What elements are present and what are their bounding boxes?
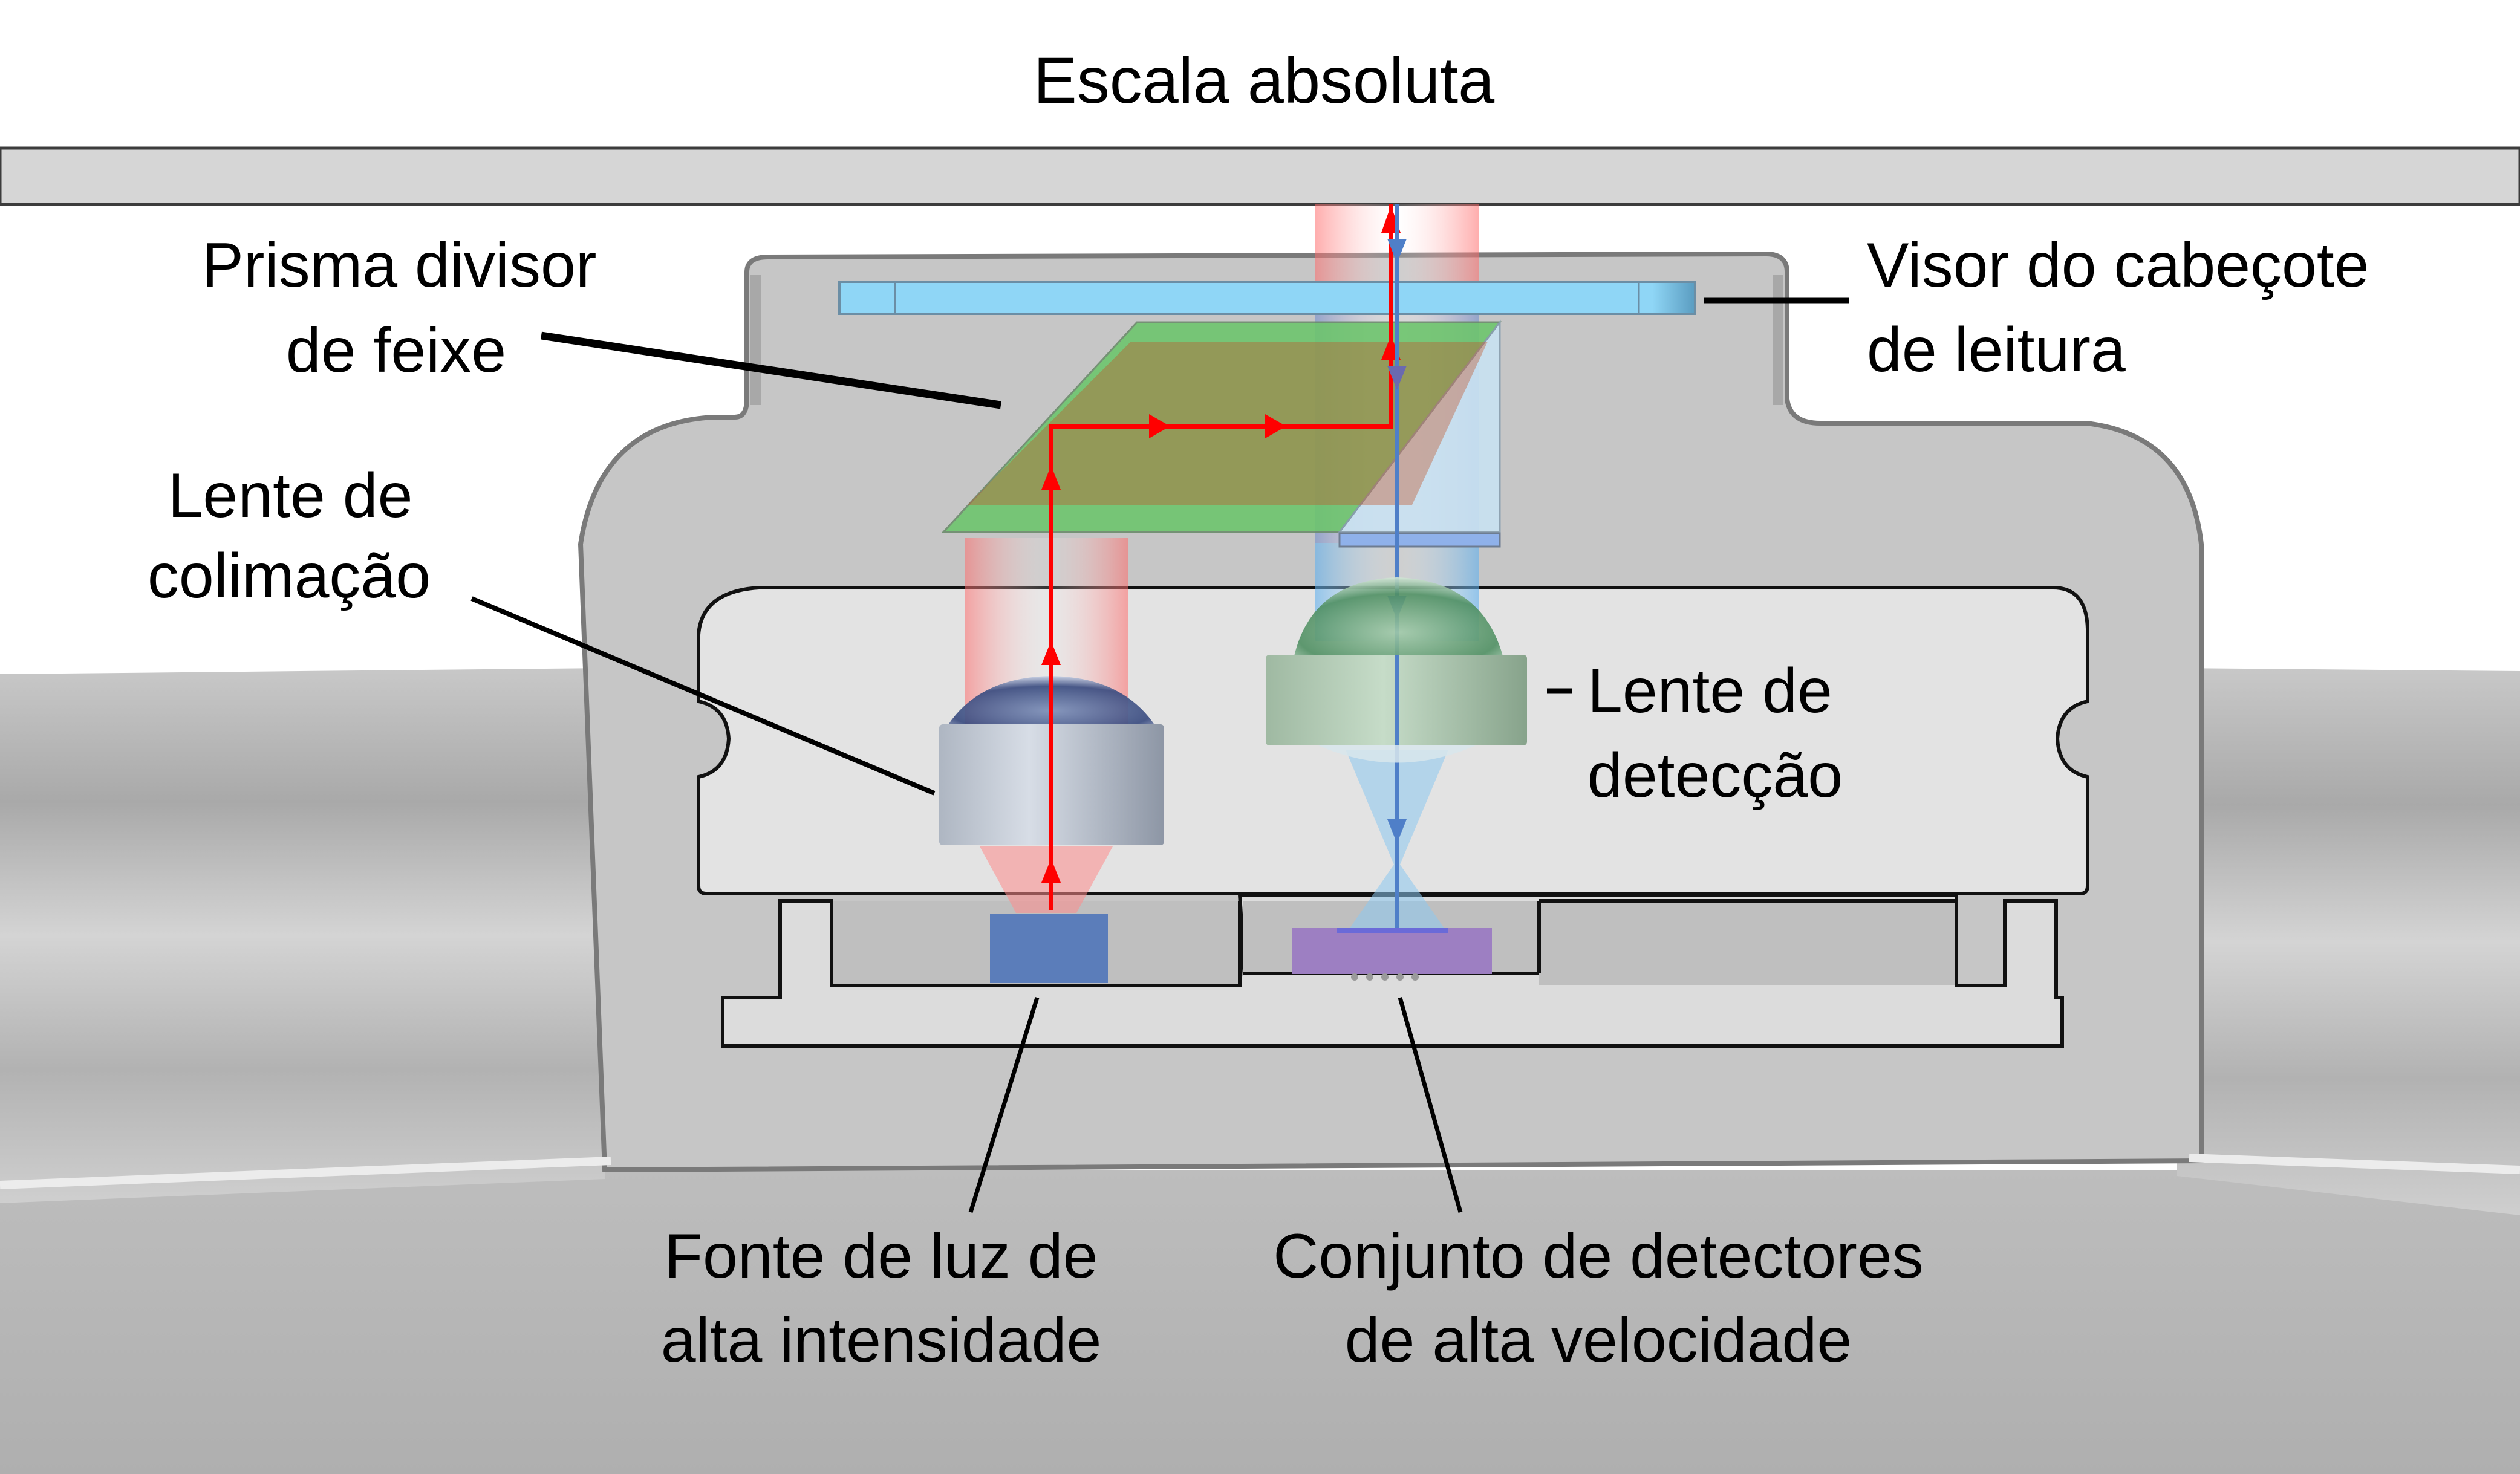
label-light-source: Fonte de luz de alta intensidade <box>661 1221 1102 1375</box>
svg-text:Fonte de luz de: Fonte de luz de <box>665 1221 1098 1291</box>
arrow-right-icon <box>1265 414 1286 438</box>
leader-detector-array <box>1398 997 1463 1213</box>
arrow-down-icon <box>1387 819 1407 843</box>
detector-array <box>1292 928 1492 981</box>
absolute-scale-bar <box>0 146 2520 206</box>
label-detection-lens: Lente de detecção <box>1587 656 1843 811</box>
svg-text:Conjunto de detectores: Conjunto de detectores <box>1273 1221 1923 1291</box>
detection-lens <box>1266 577 1527 763</box>
arrow-down-icon <box>1387 366 1407 390</box>
arrow-up-icon <box>1041 859 1061 883</box>
svg-text:de feixe: de feixe <box>286 316 506 386</box>
arrow-right-icon <box>1149 414 1170 438</box>
title: Escala absoluta <box>1034 44 1495 117</box>
blue-ray-path <box>1387 204 1407 931</box>
label-beam-splitter: Prisma divisor de feixe <box>202 230 597 386</box>
svg-text:Prisma divisor: Prisma divisor <box>202 230 597 300</box>
label-readhead-window: Visor do cabeçote de leitura <box>1867 230 2369 385</box>
svg-text:de alta velocidade: de alta velocidade <box>1345 1305 1852 1375</box>
collimation-lens <box>939 676 1164 846</box>
leader-beam-splitter <box>541 331 1001 409</box>
light-source <box>990 914 1108 983</box>
leader-lines <box>470 297 1849 1213</box>
arrow-up-icon <box>1041 641 1061 665</box>
svg-text:de leitura: de leitura <box>1867 315 2126 385</box>
arrow-up-icon <box>1041 466 1061 490</box>
svg-text:detecção: detecção <box>1587 741 1843 811</box>
svg-text:Visor do cabeçote: Visor do cabeçote <box>1867 230 2369 300</box>
leader-light-source <box>968 996 1040 1213</box>
svg-text:colimação: colimação <box>148 541 431 611</box>
leader-collimation-lens <box>470 596 936 796</box>
svg-text:Lente de: Lente de <box>1587 656 1832 726</box>
arrow-down-icon <box>1387 239 1407 263</box>
readhead-window <box>838 281 1696 315</box>
label-collimation-lens: Lente de colimação <box>148 461 431 611</box>
svg-text:Lente de: Lente de <box>168 461 413 531</box>
label-detector-array: Conjunto de detectores de alta velocidad… <box>1273 1221 1923 1375</box>
svg-text:alta intensidade: alta intensidade <box>661 1305 1102 1375</box>
